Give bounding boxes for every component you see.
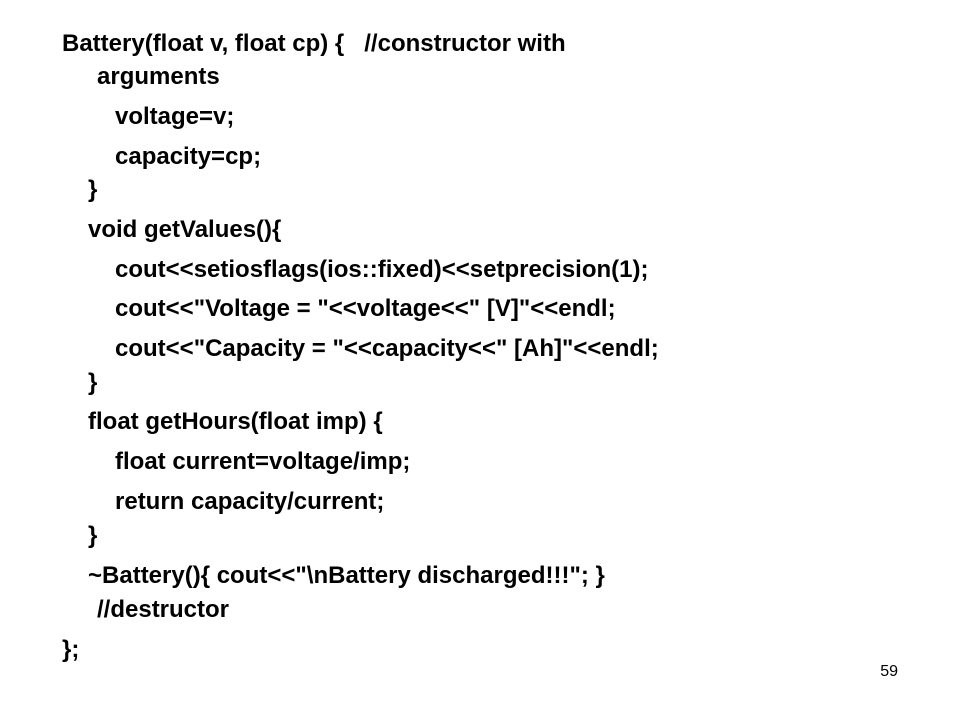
code-line-constructor-close: } [88, 176, 98, 203]
code-line-getvalues-close: } [88, 369, 98, 396]
code-line-voltage-output: cout<<"Voltage = "<<voltage<<" [V]"<<end… [115, 295, 616, 322]
code-line-return-hours: return capacity/current; [115, 488, 385, 515]
code-line-capacity-assignment: capacity=cp; [115, 143, 262, 170]
code-line-constructor-comment-continuation: arguments [97, 63, 220, 90]
slide-page-number: 59 [880, 663, 898, 680]
code-line-current-calculation: float current=voltage/imp; [115, 448, 411, 475]
code-line-voltage-assignment: voltage=v; [115, 103, 235, 130]
code-line-gethours-signature: float getHours(float imp) { [88, 408, 383, 435]
code-line-destructor-comment: //destructor [97, 596, 230, 623]
code-line-class-close: }; [62, 636, 80, 663]
code-line-gethours-close: } [88, 522, 98, 549]
code-line-setprecision: cout<<setiosflags(ios::fixed)<<setprecis… [115, 256, 649, 283]
code-line-capacity-output: cout<<"Capacity = "<<capacity<<" [Ah]"<<… [115, 335, 659, 362]
code-line-getvalues-signature: void getValues(){ [88, 216, 282, 243]
code-line-destructor: ~Battery(){ cout<<"\nBattery discharged!… [88, 562, 605, 589]
code-line-constructor-signature: Battery(float v, float cp) { //construct… [62, 30, 566, 57]
